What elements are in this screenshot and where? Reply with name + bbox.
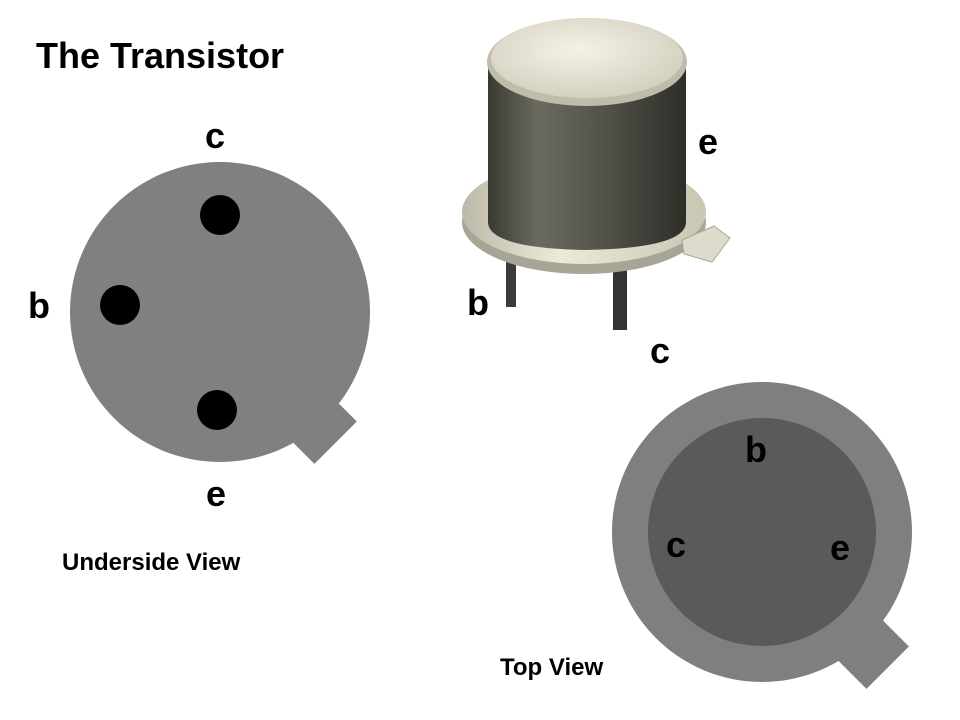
underside-label-c: c <box>205 115 226 156</box>
pin-dot-b <box>100 285 140 325</box>
page-title: The Transistor <box>36 35 285 76</box>
lead-b <box>506 262 516 307</box>
underside-label-b: b <box>28 285 50 326</box>
underside-view-caption: Underside View <box>62 549 241 576</box>
top-label-c: c <box>666 524 687 565</box>
top-tab <box>831 611 909 689</box>
top-view-caption: Top View <box>500 654 604 681</box>
can-top <box>491 18 683 98</box>
pin-dot-e <box>197 390 237 430</box>
underside-view <box>70 162 370 464</box>
can-body <box>488 62 686 250</box>
underside-label-e: e <box>206 473 227 514</box>
pin-dot-c <box>200 195 240 235</box>
top-view <box>612 382 912 689</box>
top-label-b: b <box>745 429 767 470</box>
package-label-c: c <box>650 330 671 371</box>
package-label-e: e <box>698 121 719 162</box>
package-label-b: b <box>467 282 489 323</box>
flange-tab <box>681 225 731 263</box>
package-view <box>462 18 731 330</box>
underside-disc <box>70 162 370 462</box>
top-inner-disc <box>648 418 876 646</box>
top-label-e: e <box>830 527 851 568</box>
lead-c <box>613 268 627 330</box>
